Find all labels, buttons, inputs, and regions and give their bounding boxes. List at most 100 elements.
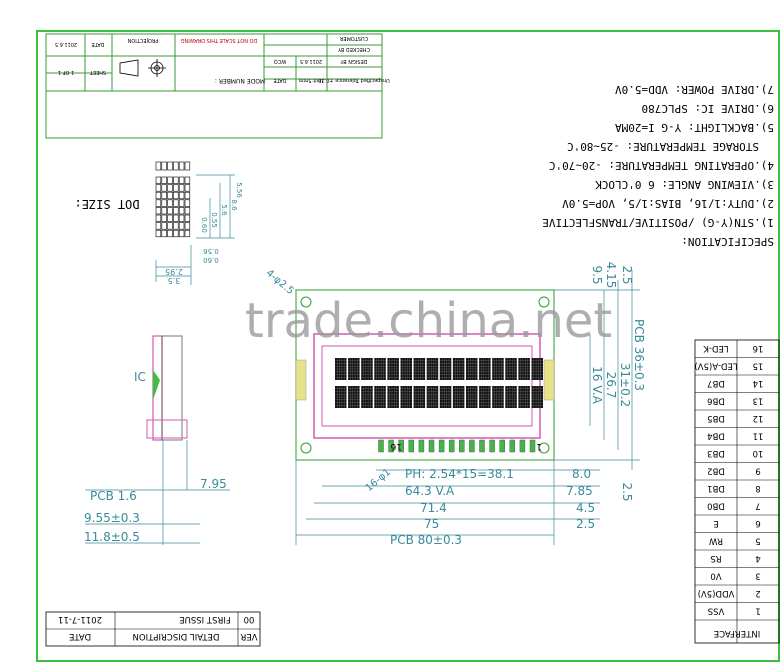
lcd-front-view: 16 1 PH: 2.54*15=38.1 8.0 64.3 V.A 7.85 …: [264, 262, 646, 547]
dot-cell: [167, 222, 173, 230]
spec-line-5: STORAGE TEMPERATURE: -25~80'C: [567, 140, 759, 153]
interface-pin-name: RS: [710, 553, 721, 563]
dot-cell: [161, 214, 167, 222]
dot-cell: [155, 222, 162, 230]
spec-line-8: 7).DRIVE POWER: VDD=5.0V: [615, 83, 774, 96]
interface-pin-no: 9: [755, 465, 760, 475]
interface-pin-no: 2: [755, 588, 760, 598]
header-pin: [388, 439, 394, 453]
dot-cell: [184, 207, 191, 215]
pin-16-label: 16: [390, 441, 402, 451]
date-label: DATE: [91, 41, 104, 47]
dot-cell: [155, 184, 162, 192]
dot-cell: [155, 191, 162, 200]
dim-16va: 16 V.A: [590, 366, 604, 405]
dot-cell: [155, 214, 162, 222]
dot-cell: [161, 176, 167, 184]
interface-pin-name: DB0: [707, 500, 725, 510]
dot-cell: [184, 199, 191, 207]
dot-cell: [161, 184, 167, 192]
character-area: [335, 358, 543, 408]
pin-hole-note: 16-φ1: [364, 467, 394, 494]
dot-cell: [184, 229, 191, 238]
dot-cell: [161, 222, 167, 230]
header-pin: [509, 439, 516, 453]
dim-25-top: 2.5: [620, 265, 634, 284]
side-dim-795: 7.95: [200, 477, 227, 491]
dot-cell: [155, 207, 162, 215]
dot-cell: [178, 214, 185, 222]
design-by-label: DESIGN BY: [340, 58, 368, 64]
dot-cell-top: [161, 161, 167, 171]
dot-dim-295: 2.95: [165, 267, 183, 276]
interface-title: INTERFACE: [714, 628, 760, 638]
specification-block: SPECIFICATION: 1).STN(Y-G) /POSITIVE/TRA…: [542, 83, 774, 248]
interface-table: 16LED-K15LED-A(5V)14DB713DB612DB511DB410…: [694, 339, 780, 644]
dot-cell-top: [173, 161, 179, 171]
dot-dim-56: 5.6: [220, 204, 228, 216]
header-pin: [418, 439, 425, 453]
dot-cell: [184, 222, 191, 230]
spec-line-7: 6).DRIVE IC: SPLC780: [642, 102, 774, 115]
interface-pin-no: 7: [755, 500, 760, 510]
spec-line-6: 5).BACKLIGHT: Y-G I=20MA: [615, 121, 774, 134]
dim-80: 8.0: [572, 467, 591, 481]
interface-pin-name: DB7: [707, 378, 725, 388]
dot-cell: [178, 184, 185, 192]
header-pin: [479, 439, 485, 453]
interface-pin-name: RW: [708, 535, 723, 545]
dim-267: 26.7: [604, 372, 618, 399]
dot-cell: [184, 176, 191, 184]
dot-cell: [161, 229, 167, 238]
interface-pin-no: 14: [753, 378, 764, 388]
interface-pin-name: VSS: [708, 605, 725, 615]
spec-line-3: 3).VIEWING ANGLE: 6 0'CLOCK: [595, 178, 774, 191]
dot-cell: [184, 184, 191, 192]
dot-cell: [173, 222, 179, 230]
interface-pin-name: V0: [710, 570, 721, 580]
dot-cell: [184, 191, 191, 200]
side-dim-118: 11.8±0.5: [84, 530, 140, 544]
dot-cell: [161, 191, 167, 200]
dim-415: 4.15: [604, 262, 618, 289]
date-value: 2011.6.5: [300, 58, 322, 64]
interface-pin-no: 6: [755, 518, 760, 528]
interface-pin-name: LED-K: [703, 343, 729, 353]
dot-cell: [167, 207, 173, 215]
pin-1-label: 1: [536, 441, 542, 451]
notice-label: DO NOT SCALE THIS DRAWING: [181, 37, 258, 43]
unit-label: Unit:5mm: [298, 77, 323, 83]
interface-pin-name: E: [713, 518, 718, 528]
dim-pcb-80: PCB 80±0.3: [390, 533, 462, 547]
interface-pin-no: 3: [755, 570, 760, 580]
interface-pin-name: DB1: [707, 483, 725, 493]
header-pin: [529, 439, 536, 453]
dot-cell: [173, 191, 179, 200]
dot-cell: [167, 229, 173, 238]
dot-cell: [173, 214, 179, 222]
interface-pin-no: 1: [755, 605, 760, 615]
dim-25: 2.5: [576, 517, 595, 531]
dot-cell: [167, 199, 173, 207]
side-view: IC PCB 1.6 7.95 9.55±0.3 11.8±0.5: [84, 335, 230, 545]
revision-table: VER DETAIL DISCRIPTION DATE 00 FIRST ISS…: [45, 611, 261, 647]
dot-dim-86: 8.6: [230, 199, 238, 211]
dot-dim-055: 0.55: [210, 212, 218, 228]
dim-714: 71.4: [420, 501, 447, 515]
dot-matrix-grid: [155, 161, 191, 238]
spec-line-2: 2).DUTY:1/16, BIAS:1/5, VOP=5.0V: [562, 197, 774, 210]
header-pin: [398, 439, 404, 453]
dim-75: 75: [424, 517, 439, 531]
header-pin: [438, 439, 445, 453]
projection-symbol: [119, 59, 166, 77]
interface-pin-name: DB4: [707, 430, 725, 440]
rev-col-ver: VER: [240, 631, 257, 641]
header-pin: [378, 439, 384, 453]
interface-pin-no: 8: [755, 483, 760, 493]
header-pin: [469, 439, 475, 453]
header-pin: [499, 439, 505, 453]
wcq-value: WCQ: [274, 58, 286, 64]
dot-size-label: DOT SIZE:: [74, 197, 139, 211]
watermark: trade.china.net: [245, 293, 612, 349]
